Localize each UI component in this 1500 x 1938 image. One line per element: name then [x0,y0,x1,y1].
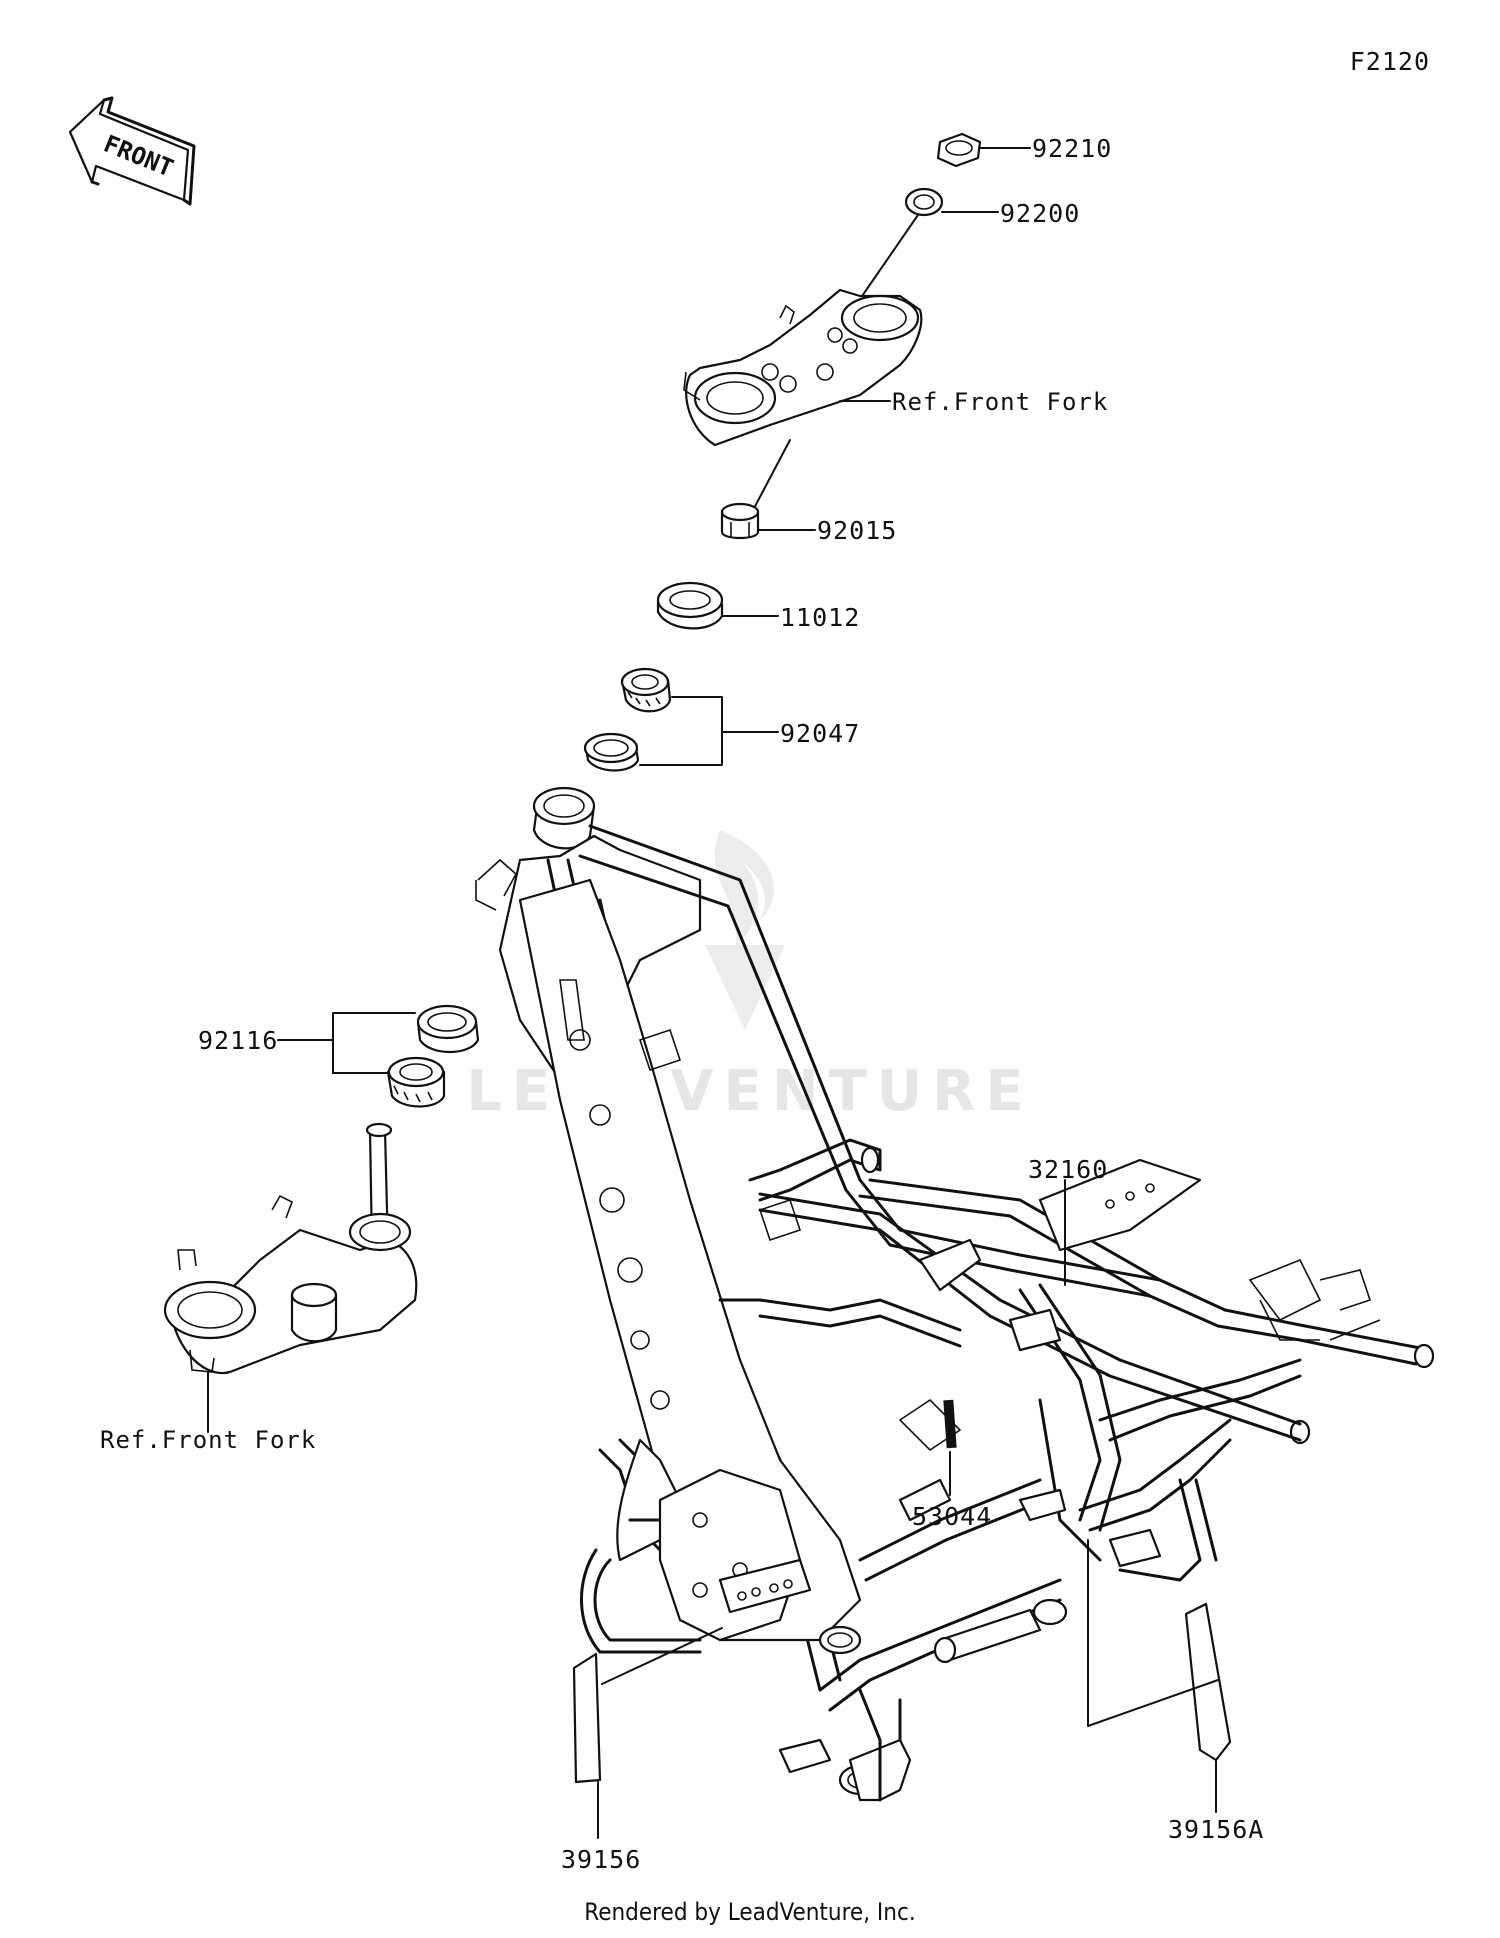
diagram-code: F2120 [1350,47,1430,76]
part-label-39156: 39156 [561,1845,641,1874]
footer-credit: Rendered by LeadVenture, Inc. [584,1898,915,1926]
upper-triple-clamp [683,288,923,447]
decal-53044 [943,1399,957,1449]
lower-triple-clamp [163,1122,418,1375]
part-label-39156A: 39156A [1168,1815,1264,1844]
part-label-92200: 92200 [1000,199,1080,228]
pad-39156A [1184,1602,1232,1762]
bearing-92116 [386,1056,446,1108]
frame-32160 [475,786,1435,1802]
nut-92210 [936,132,982,168]
part-label-32160: 32160 [1028,1155,1108,1184]
part-label-92047: 92047 [780,719,860,748]
part-label-92015: 92015 [817,516,897,545]
steering-nut-92015 [720,502,760,540]
pad-39156 [572,1652,602,1784]
part-label-53044: 53044 [912,1502,992,1531]
ref-label-front-fork-upper: Ref.Front Fork [892,388,1108,416]
part-label-92210: 92210 [1032,134,1112,163]
cap-11012 [656,581,724,630]
washer-92200 [904,187,944,217]
ref-label-front-fork-lower: Ref.Front Fork [100,1426,316,1454]
race-92116 [416,1004,480,1053]
front-arrow-icon: FRONT [68,96,196,206]
part-label-11012: 11012 [780,603,860,632]
part-label-92116: 92116 [198,1026,278,1055]
bearing-92047 [583,667,672,772]
